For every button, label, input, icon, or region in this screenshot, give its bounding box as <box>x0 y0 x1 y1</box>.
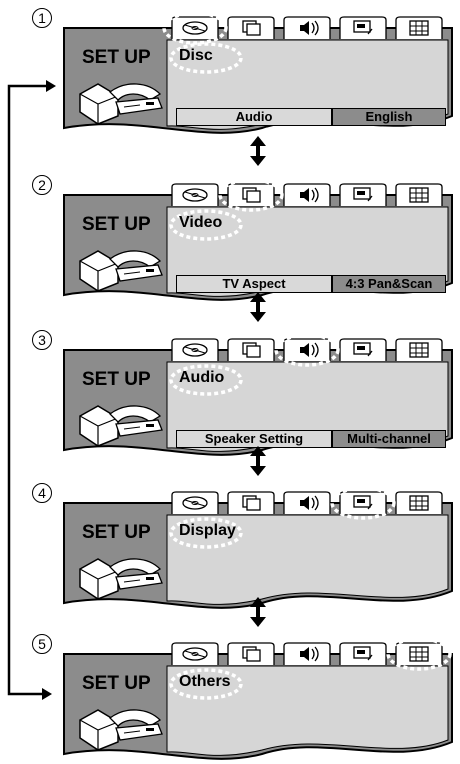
tab-disc-icon[interactable] <box>170 491 220 513</box>
setup-label: SET UP <box>82 214 151 236</box>
tab-grid-others-icon[interactable] <box>394 183 444 205</box>
tab-display-screen-icon[interactable] <box>338 642 388 664</box>
tab-disc-icon[interactable] <box>170 338 220 360</box>
double-arrow-icon <box>246 292 270 322</box>
menu-title: Audio <box>179 369 224 387</box>
grid-others-icon <box>410 21 428 35</box>
step-number: 5 <box>32 634 52 654</box>
step-number: 3 <box>32 330 52 350</box>
grid-others-icon <box>410 496 428 510</box>
tab-display-screen-icon[interactable] <box>338 16 388 38</box>
setting-item[interactable]: Audio <box>176 108 332 126</box>
tab-speaker-sound-icon[interactable] <box>282 16 332 38</box>
tab-speaker-sound-icon[interactable] <box>282 642 332 664</box>
menu-title: Disc <box>179 47 213 65</box>
tab-display-screen-icon[interactable] <box>338 183 388 205</box>
setting-value[interactable]: Multi-channel <box>332 430 446 448</box>
menu-title: Video <box>179 214 222 232</box>
double-arrow-icon <box>246 446 270 476</box>
double-arrow-icon <box>246 136 270 166</box>
tab-grid-others-icon[interactable] <box>394 16 444 38</box>
tab-video-monitor-icon[interactable] <box>226 338 276 360</box>
setup-label: SET UP <box>82 673 151 695</box>
tab-video-monitor-icon[interactable] <box>226 16 276 38</box>
tab-speaker-sound-icon[interactable] <box>282 183 332 205</box>
setting-value[interactable]: 4:3 Pan&Scan <box>332 275 446 293</box>
menu-title: Display <box>179 522 236 540</box>
setting-value[interactable]: English <box>332 108 446 126</box>
tab-video-monitor-icon[interactable] <box>226 642 276 664</box>
tab-video-monitor-icon[interactable] <box>226 491 276 513</box>
step-number: 4 <box>32 483 52 503</box>
tab-speaker-sound-icon[interactable] <box>282 491 332 513</box>
tab-disc-icon[interactable] <box>170 183 220 205</box>
display-screen-icon <box>354 343 372 356</box>
display-screen-icon <box>354 188 372 201</box>
step-number: 2 <box>32 175 52 195</box>
tab-display-screen-icon[interactable] <box>338 338 388 360</box>
display-screen-icon <box>354 21 372 34</box>
setup-panel: SET UP Others <box>62 642 454 762</box>
setup-label: SET UP <box>82 369 151 391</box>
tab-grid-others-icon[interactable] <box>394 338 444 360</box>
menu-title: Others <box>179 673 231 691</box>
double-arrow-icon <box>246 597 270 627</box>
tab-disc-icon[interactable] <box>170 642 220 664</box>
setting-item[interactable]: TV Aspect <box>176 275 332 293</box>
setup-panel: SET UP Display <box>62 491 454 611</box>
step-number: 1 <box>32 8 52 28</box>
tab-grid-others-icon[interactable] <box>394 491 444 513</box>
setup-label: SET UP <box>82 47 151 69</box>
grid-others-icon <box>410 188 428 202</box>
display-screen-icon <box>354 647 372 660</box>
setup-label: SET UP <box>82 522 151 544</box>
grid-others-icon <box>410 343 428 357</box>
